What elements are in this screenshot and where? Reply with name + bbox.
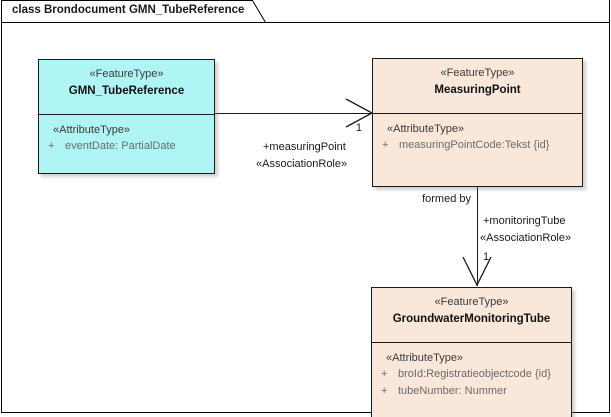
class-stereotype: «FeatureType» <box>440 67 515 79</box>
class-box-gmn-tube-reference[interactable]: «FeatureType» GMN_TubeReference «Attribu… <box>38 59 215 174</box>
class-header-gmn-tube-reference: «FeatureType» GMN_TubeReference <box>39 60 214 115</box>
association-line-monitoring-tube <box>477 186 478 286</box>
attribute-signature: tubeNumber: Nummer <box>398 385 507 397</box>
attribute-compartment-stereotype: «AttributeType» <box>386 352 464 364</box>
association-multiplicity-measuring-point: 1 <box>355 122 362 134</box>
class-attributes-measuring-point: «AttributeType» + measuringPointCode:Tek… <box>373 114 582 186</box>
class-attributes-groundwater-monitoring-tube: «AttributeType» + broId:Registratieobjec… <box>372 343 571 417</box>
attribute-row[interactable]: + eventDate: PartialDate <box>45 138 208 155</box>
association-multiplicity-monitoring-tube: 1 <box>483 251 490 263</box>
attribute-signature: eventDate: PartialDate <box>65 140 176 152</box>
diagram-title-tab: class Brondocument GMN_TubeReference <box>1 0 267 23</box>
class-box-groundwater-monitoring-tube[interactable]: «FeatureType» GroundwaterMonitoringTube … <box>371 287 572 417</box>
attribute-signature: measuringPointCode:Tekst {id} <box>399 139 550 151</box>
class-stereotype: «FeatureType» <box>89 68 164 80</box>
diagram-title: class Brondocument GMN_TubeReference <box>12 4 245 16</box>
open-arrowhead-icon-monitoring-tube <box>462 256 492 287</box>
association-role-measuring-point: +measuringPoint <box>263 141 346 153</box>
class-box-measuring-point[interactable]: «FeatureType» MeasuringPoint «AttributeT… <box>372 58 583 187</box>
class-header-measuring-point: «FeatureType» MeasuringPoint <box>373 59 582 114</box>
attribute-row[interactable]: + measuringPointCode:Tekst {id} <box>379 137 576 154</box>
attribute-row[interactable]: + tubeNumber: Nummer <box>378 383 565 400</box>
association-role-stereotype-measuring-point: «AssociationRole» <box>256 158 348 170</box>
diagram-frame-top-border <box>265 22 610 23</box>
title-tab-shape <box>1 0 267 23</box>
diagram-frame-bottom-border <box>1 412 610 413</box>
attribute-visibility: + <box>382 139 389 151</box>
association-line-measuring-point <box>215 113 373 114</box>
association-name-monitoring-tube: formed by <box>422 193 471 205</box>
diagram-frame-left-border <box>1 0 2 413</box>
attribute-compartment-stereotype: «AttributeType» <box>53 124 131 136</box>
class-name: GMN_TubeReference <box>68 85 185 97</box>
association-role-monitoring-tube: +monitoringTube <box>483 215 566 227</box>
class-stereotype: «FeatureType» <box>434 296 509 308</box>
attribute-visibility: + <box>48 140 55 152</box>
attribute-compartment-stereotype: «AttributeType» <box>387 123 465 135</box>
association-role-stereotype-monitoring-tube: «AssociationRole» <box>480 232 572 244</box>
class-header-groundwater-monitoring-tube: «FeatureType» GroundwaterMonitoringTube <box>372 288 571 343</box>
class-name: MeasuringPoint <box>434 84 521 96</box>
class-name: GroundwaterMonitoringTube <box>392 313 551 325</box>
attribute-visibility: + <box>381 385 388 397</box>
diagram-frame-right-border <box>609 0 610 413</box>
attribute-signature: broId:Registratieobjectcode {id} <box>398 368 551 380</box>
class-attributes-gmn-tube-reference: «AttributeType» + eventDate: PartialDate <box>39 115 214 173</box>
attribute-visibility: + <box>381 368 388 380</box>
attribute-row[interactable]: + broId:Registratieobjectcode {id} <box>378 366 565 383</box>
